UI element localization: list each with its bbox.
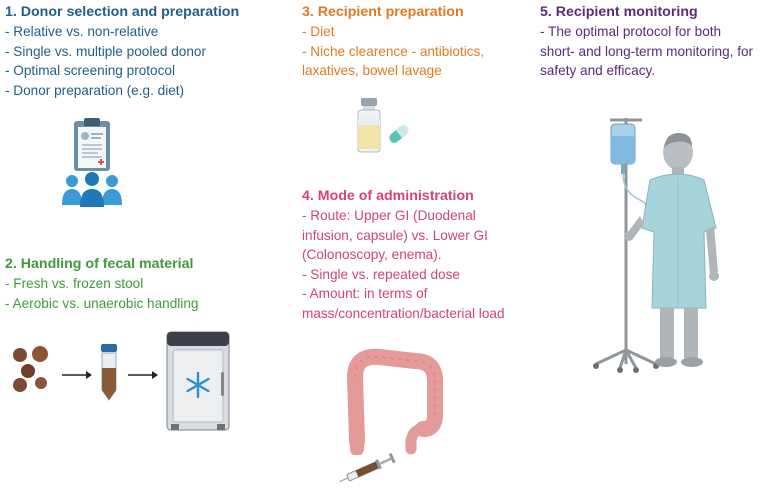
recipient-prep-item-1: - Diet bbox=[302, 24, 335, 39]
monitoring-item-1: - The optimal protocol for both bbox=[540, 24, 722, 39]
recipient-prep-item-2: - Niche clearence - antibiotics, bbox=[302, 43, 485, 59]
administration-item-4: - Single vs. repeated dose bbox=[302, 266, 460, 282]
colon-icon bbox=[347, 348, 443, 455]
freezer-snowflake-icon bbox=[166, 331, 230, 431]
administration-item-5: - Amount: in terms of bbox=[302, 286, 428, 301]
donor-item-2: - Single vs. multiple pooled donor bbox=[5, 43, 206, 59]
syringe-icon bbox=[339, 453, 396, 483]
administration-title: 4. Mode of administration bbox=[302, 188, 474, 204]
handling-item-1: - Fresh vs. frozen stool bbox=[5, 276, 144, 291]
administration-item-6: mass/concentration/bacterial load bbox=[302, 305, 505, 321]
recipient-monitoring-section: 5. Recipient monitoring - The optimal pr… bbox=[540, 3, 753, 81]
monitoring-item-2: short- and long-term monitoring, for bbox=[540, 43, 754, 59]
administration-item-1: - Route: Upper GI (Duodenal bbox=[302, 208, 476, 223]
handling-item-2: - Aerobic vs. unaerobic handling bbox=[5, 295, 199, 311]
stool-pellets-icon bbox=[13, 346, 48, 392]
donor-item-4: - Donor preparation (e.g. diet) bbox=[5, 82, 185, 98]
recipient-prep-item-3: laxatives, bowel lavage bbox=[302, 63, 442, 78]
administration-item-2: infusion, capsule) vs. Lower GI bbox=[302, 227, 488, 243]
recipient-preparation-title: 3. Recipient preparation bbox=[302, 4, 464, 20]
clipboard-with-people-icon bbox=[62, 118, 122, 207]
donor-selection-title: 1. Donor selection and preparation bbox=[5, 4, 240, 20]
vial-and-capsule-icon bbox=[357, 98, 409, 153]
donor-item-3: - Optimal screening protocol bbox=[5, 63, 175, 78]
patient-iv-drip-icon bbox=[593, 118, 719, 373]
administration-section: 4. Mode of administration - Route: Upper… bbox=[302, 187, 505, 323]
administration-item-3: (Colonoscopy, enema). bbox=[302, 247, 442, 262]
donor-item-1: - Relative vs. non-relative bbox=[5, 24, 159, 39]
monitoring-item-3: safety and efficacy. bbox=[540, 63, 656, 78]
arrow-right-icon bbox=[128, 371, 158, 379]
fecal-handling-section: 2. Handling of fecal material - Fresh vs… bbox=[5, 255, 198, 313]
arrow-right-icon bbox=[62, 371, 92, 379]
recipient-monitoring-title: 5. Recipient monitoring bbox=[540, 4, 698, 20]
fecal-handling-title: 2. Handling of fecal material bbox=[5, 256, 194, 272]
donor-selection-section: 1. Donor selection and preparation - Rel… bbox=[5, 3, 239, 100]
sample-tube-icon bbox=[101, 344, 117, 401]
recipient-preparation-section: 3. Recipient preparation - Diet - Niche … bbox=[302, 3, 484, 81]
